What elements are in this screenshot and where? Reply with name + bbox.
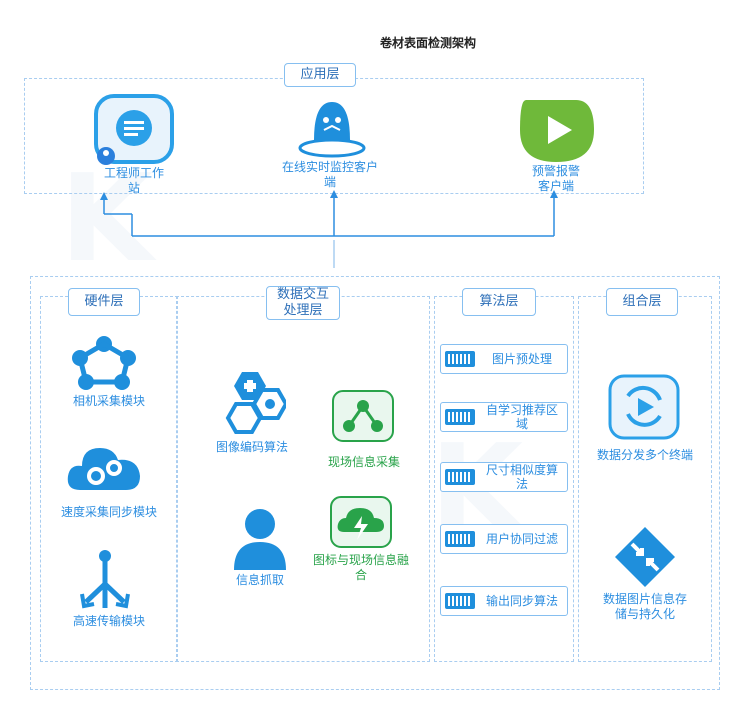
- algo-item: 用户协同过滤: [440, 524, 568, 554]
- algo-item: 自学习推荐区域: [440, 402, 568, 432]
- hardware-layer-tag: 硬件层: [68, 288, 140, 316]
- compress-icon: [615, 527, 675, 587]
- app-item-label: 在线实时监控客户端: [281, 160, 378, 189]
- chip-icon: [445, 351, 475, 367]
- algo-item: 输出同步算法: [440, 586, 568, 616]
- refresh-play-icon: [608, 374, 680, 440]
- combine-layer-tag: 组合层: [606, 288, 678, 316]
- hardware-item-label: 高速传输模块: [72, 614, 145, 628]
- network-icon: [72, 336, 136, 390]
- data-layer-tag: 数据交互处理层: [266, 286, 340, 320]
- algo-item: 图片预处理: [440, 344, 568, 374]
- hardware-item-label: 速度采集同步模块: [60, 505, 157, 519]
- app-layer-tag: 应用层: [284, 63, 356, 87]
- combine-item-label: 数据分发多个终端: [596, 448, 693, 462]
- play-icon: [520, 100, 594, 162]
- chip-icon: [445, 593, 475, 609]
- chip-icon: [445, 409, 475, 425]
- app-item-label: 工程师工作站: [103, 166, 164, 195]
- app-item-label: 预警报警客户端: [531, 164, 580, 193]
- chip-icon: [445, 469, 475, 485]
- robot-icon: [298, 102, 366, 158]
- processing-outer-box: [30, 276, 720, 690]
- person-icon: [234, 509, 286, 570]
- page-title: 卷材表面检测架构: [380, 36, 477, 50]
- algo-item: 尺寸相似度算法: [440, 462, 568, 492]
- chat-icon: [94, 94, 174, 165]
- data-item-label: 图像编码算法: [215, 440, 288, 454]
- algorithm-layer-tag: 算法层: [462, 288, 536, 316]
- gear-cloud-icon: [67, 448, 140, 490]
- combine-item-label: 数据图片信息存储与持久化: [602, 592, 687, 621]
- share-arrows-icon: [80, 550, 130, 609]
- data-item-label: 信息抓取: [235, 573, 284, 587]
- chip-icon: [445, 531, 475, 547]
- hexagon-icon: [225, 372, 286, 434]
- hardware-item-label: 相机采集模块: [72, 394, 145, 408]
- cloud-lightning-icon: [330, 496, 392, 548]
- data-item-label: 现场信息采集: [327, 455, 400, 469]
- nodes-icon: [332, 390, 394, 442]
- data-layer-box: [176, 296, 430, 662]
- data-item-label: 图标与现场信息融合: [312, 553, 409, 582]
